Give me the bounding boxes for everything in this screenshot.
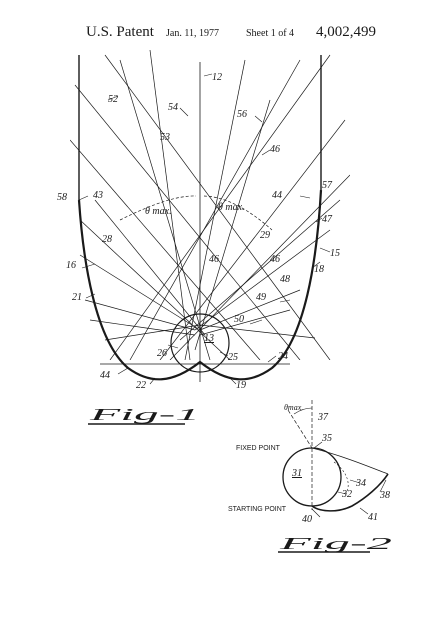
label-58: 58 — [57, 192, 67, 203]
label-40: 40 — [302, 514, 312, 525]
fig2-tangent-line — [311, 447, 389, 475]
label-41: 41 — [368, 512, 378, 523]
label-19: 19 — [236, 380, 246, 391]
label-56: 56 — [237, 109, 247, 120]
figure-1-labels: 12 52 54 56 53 46 58 43 44 57 θ max. θ m… — [57, 72, 340, 424]
label-12: 12 — [212, 72, 222, 83]
figure-2-caption: Fig-2 — [277, 534, 393, 553]
patent-header: U.S. Patent Jan. 11, 1977 Sheet 1 of 4 4… — [0, 20, 422, 50]
label-29: 29 — [260, 230, 270, 241]
label-15: 15 — [330, 248, 340, 259]
starting-point-label: STARTING POINT — [228, 506, 287, 513]
label-13: 13 — [204, 333, 214, 344]
patent-title: U.S. Patent — [86, 24, 154, 40]
label-46-top: 46 — [270, 144, 280, 155]
fig2-theta-arc — [293, 407, 313, 415]
label-34: 34 — [355, 478, 366, 489]
label-16: 16 — [66, 260, 76, 271]
label-26: 26 — [157, 348, 167, 359]
label-37: 37 — [317, 412, 329, 423]
label-18: 18 — [314, 264, 324, 275]
fig2-theta-ray — [287, 409, 313, 449]
patent-number: 4,002,499 — [316, 24, 376, 40]
label-38: 38 — [379, 490, 390, 501]
patent-date: Jan. 11, 1977 — [166, 28, 219, 39]
label-28: 28 — [102, 234, 112, 245]
reflector-profile — [77, 189, 323, 381]
label-50: 50 — [234, 314, 244, 325]
figure-1-caption: Fig-1 — [87, 405, 200, 424]
theta-max-right: θ max. — [218, 202, 245, 213]
fixed-point-label: FIXED POINT — [236, 445, 281, 452]
label-48: 48 — [280, 274, 290, 285]
label-52: 52 — [108, 94, 118, 105]
label-22: 22 — [136, 380, 146, 391]
figure-1 — [70, 49, 350, 425]
label-25: 25 — [228, 352, 238, 363]
theta-arc-left — [119, 195, 197, 221]
label-44: 44 — [272, 190, 282, 201]
theta-max-left: θ max. — [145, 206, 172, 217]
label-57: 57 — [322, 180, 333, 191]
label-35: 35 — [321, 433, 332, 444]
figure-2 — [278, 400, 389, 553]
label-31: 31 — [291, 468, 302, 479]
label-43: 43 — [93, 190, 103, 201]
label-44-bottom: 44 — [100, 370, 110, 381]
label-32: 32 — [341, 489, 352, 500]
receiver-circle — [170, 313, 230, 373]
figure-2-labels: θmax 37 35 FIXED POINT 31 34 32 38 START… — [228, 403, 393, 553]
label-leaders — [78, 73, 331, 385]
label-54: 54 — [168, 102, 178, 113]
label-47: 47 — [322, 214, 333, 225]
fig2-reflector-curve — [311, 473, 389, 512]
label-21: 21 — [72, 292, 82, 303]
sheet-number: Sheet 1 of 4 — [246, 28, 295, 39]
label-53: 53 — [160, 132, 170, 143]
theta-arc-right — [203, 195, 273, 231]
label-46-middle: 46 — [209, 254, 219, 265]
fig2-theta-max: θmax — [284, 403, 302, 412]
label-46-right: 46 — [270, 254, 280, 265]
label-24: 24 — [278, 351, 288, 362]
label-49: 49 — [256, 292, 266, 303]
